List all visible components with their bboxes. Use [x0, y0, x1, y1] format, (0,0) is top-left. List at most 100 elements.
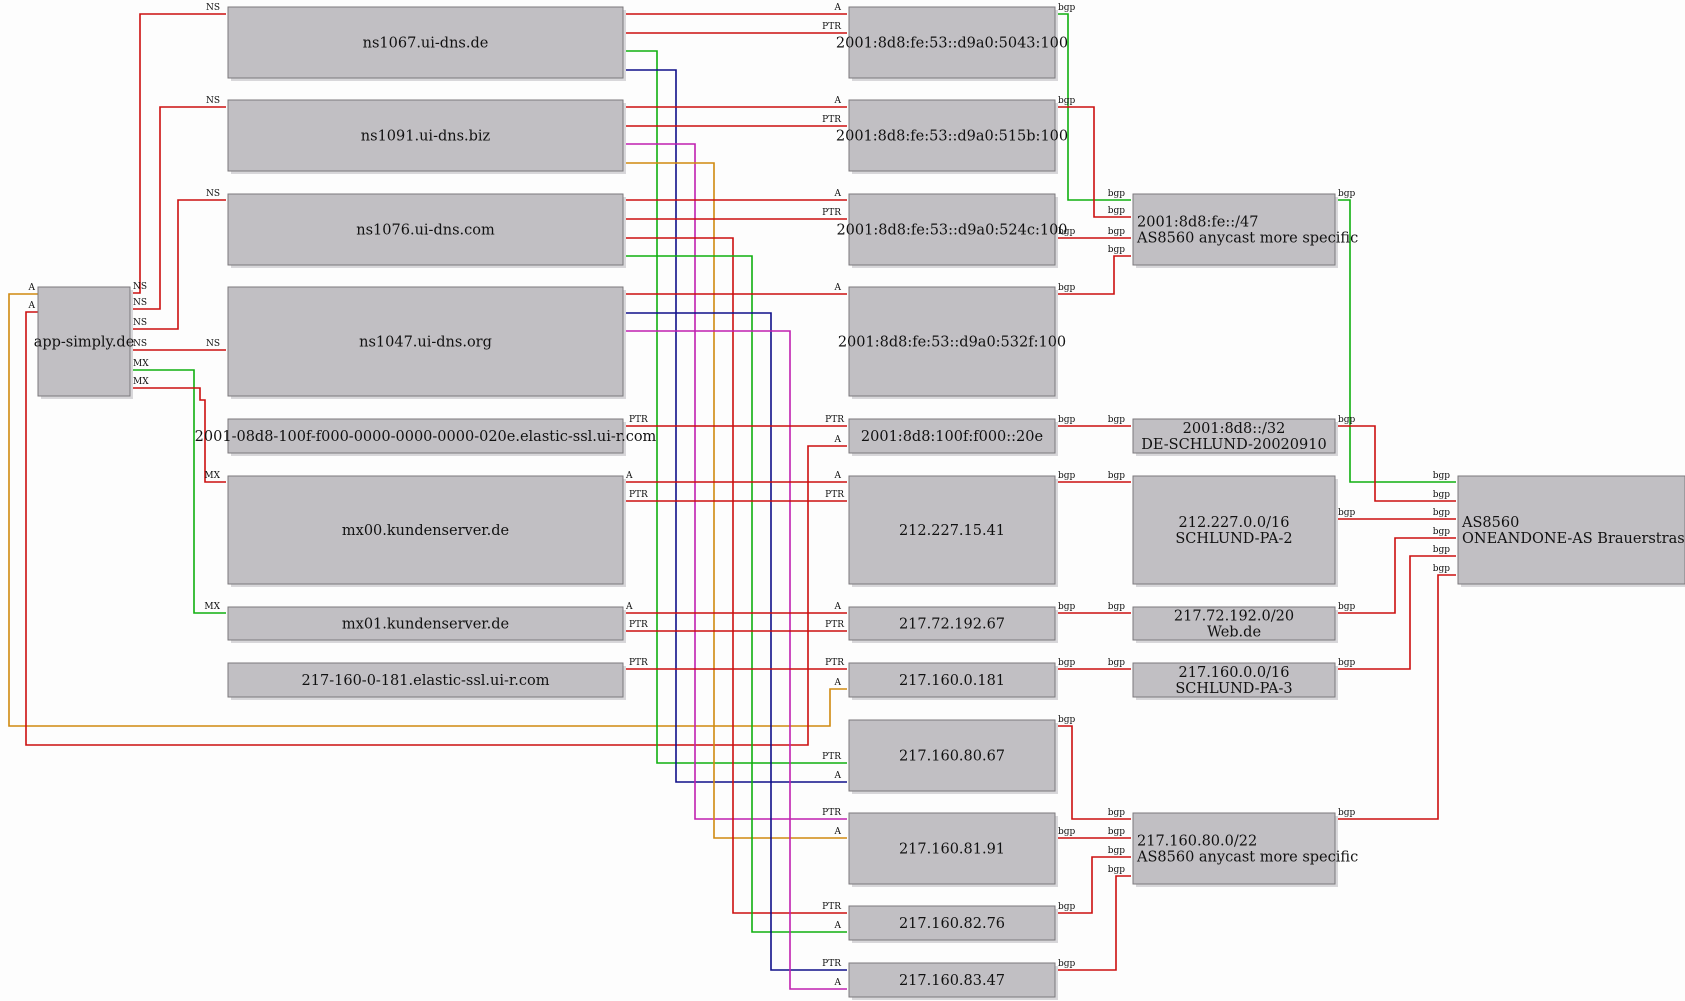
node-label: 2001:8d8:fe:53::d9a0:5043:100 — [836, 36, 1068, 52]
node-box — [1132, 193, 1336, 266]
edge-ip515b-to-pfx47-bgp: bgp bgp — [1055, 96, 1131, 218]
edge-line — [1055, 875, 1131, 971]
edge-head-label: A — [834, 827, 842, 837]
edge-line — [8, 293, 847, 727]
edge-ns1067-to-ip5043-a: A — [623, 3, 847, 15]
edge-head-label: bgp — [1108, 189, 1126, 199]
node-label: 212.227.0.0/16 — [1179, 515, 1290, 531]
node-ip8276: 217.160.82.76 — [848, 905, 1058, 943]
edge-tail-label: A — [28, 301, 36, 311]
edge-head-label: bgp — [1108, 808, 1126, 818]
node-label: mx00.kundenserver.de — [342, 523, 509, 539]
edge-tail-label: bgp — [1058, 827, 1076, 837]
edge-head-label: PTR — [822, 959, 841, 969]
node-box — [227, 475, 624, 585]
edge-tail-label: bgp — [1338, 189, 1356, 199]
edge-tail-label: A — [28, 283, 36, 293]
edge-head-label: PTR — [822, 22, 841, 32]
edge-line — [130, 387, 226, 483]
edge-line — [623, 50, 847, 764]
node-layer: app-simply.dens1067.ui-dns.dens1091.ui-d… — [34, 6, 1685, 1000]
node-label: ONEANDONE-AS Brauerstrasse 48 — [1462, 531, 1685, 547]
edge-mx01-to-ip19267-a: AA — [623, 602, 847, 614]
node-label: 2001:8d8:fe::/47 — [1137, 215, 1258, 231]
node-label: 2001:8d8:fe:53::d9a0:524c:100 — [836, 223, 1067, 239]
edge-head-label: bgp — [1108, 827, 1126, 837]
edge-tail-label: bgp — [1058, 602, 1076, 612]
node-box — [227, 662, 624, 698]
edge-head-label: bgp — [1108, 245, 1126, 255]
node-box — [848, 193, 1056, 266]
node-label: 2001:8d8:100f:f000::20e — [861, 429, 1043, 445]
edge-ip8191-to-pfx22-bgp: bgp bgp — [1055, 827, 1131, 839]
node-label: ns1076.ui-dns.com — [356, 223, 495, 239]
node-label: 217.160.82.76 — [899, 916, 1005, 932]
edge-head-label: PTR — [629, 620, 648, 630]
node-label: SCHLUND-PA-2 — [1175, 531, 1292, 547]
edge-line — [1335, 537, 1456, 614]
edge-tail-label: bgp — [1058, 959, 1076, 969]
edge-head-label: PTR — [629, 415, 648, 425]
node-box — [848, 812, 1056, 885]
edge-head-label: PTR — [822, 115, 841, 125]
node-ip8191: 217.160.81.91 — [848, 812, 1058, 887]
edge-head-label: NS — [206, 339, 220, 349]
edge-head-label: A — [834, 471, 842, 481]
node-box — [848, 475, 1056, 585]
node-ip5043: 2001:8d8:fe:53::d9a0:5043:100 — [836, 6, 1068, 81]
edge-tail-label: bgp — [1058, 902, 1076, 912]
node-label: 212.227.15.41 — [899, 523, 1005, 539]
node-box — [1132, 662, 1336, 698]
node-label: mx01.kundenserver.de — [342, 617, 509, 633]
node-label: 217.160.80.67 — [899, 749, 1005, 765]
edge-head-label: A — [834, 771, 842, 781]
edge-ip8347-to-pfx22-bgp: bgp bgp — [1055, 865, 1131, 971]
edge-layer: NSNSNSNSNSNSNSNSMXMXMXMXAAAAAPTRPTRAAPTR… — [8, 3, 1456, 990]
node-ns1076: ns1076.ui-dns.com — [227, 193, 626, 268]
edge-line — [1335, 574, 1456, 820]
edge-head-label: A — [834, 921, 842, 931]
node-label: SCHLUND-PA-3 — [1175, 681, 1292, 697]
edge-tail-label: bgp — [1058, 96, 1076, 106]
node-label: 217.160.81.91 — [899, 842, 1005, 858]
node-box — [848, 6, 1056, 79]
edge-tail-label: NS — [133, 339, 147, 349]
node-label: ns1091.ui-dns.biz — [361, 129, 491, 145]
edge-ip19267-to-pfx21772-bgp: bgp bgp — [1055, 602, 1131, 614]
edge-line — [25, 311, 847, 746]
node-ip20e: 2001:8d8:100f:f000::20e — [848, 418, 1058, 456]
edge-head-label: NS — [206, 96, 220, 106]
edge-app-to-ns1047-ns: NS NS — [130, 339, 226, 351]
node-box — [848, 606, 1056, 641]
edge-tail-label: bgp — [1338, 658, 1356, 668]
edge-ip5043-to-ns1067-ptr: PTR — [623, 22, 847, 34]
edge-line — [623, 312, 847, 971]
node-label: app-simply.de — [34, 335, 135, 351]
node-box — [37, 286, 131, 397]
edge-line — [1335, 199, 1456, 483]
node-box — [1132, 418, 1336, 454]
edge-head-label: A — [834, 283, 842, 293]
edge-head-label: A — [834, 435, 842, 445]
edge-head-label: bgp — [1108, 602, 1126, 612]
edge-head-label: MX — [204, 602, 220, 612]
node-box — [848, 286, 1056, 397]
edge-ns1047-to-ip532f-a: A — [623, 283, 847, 295]
